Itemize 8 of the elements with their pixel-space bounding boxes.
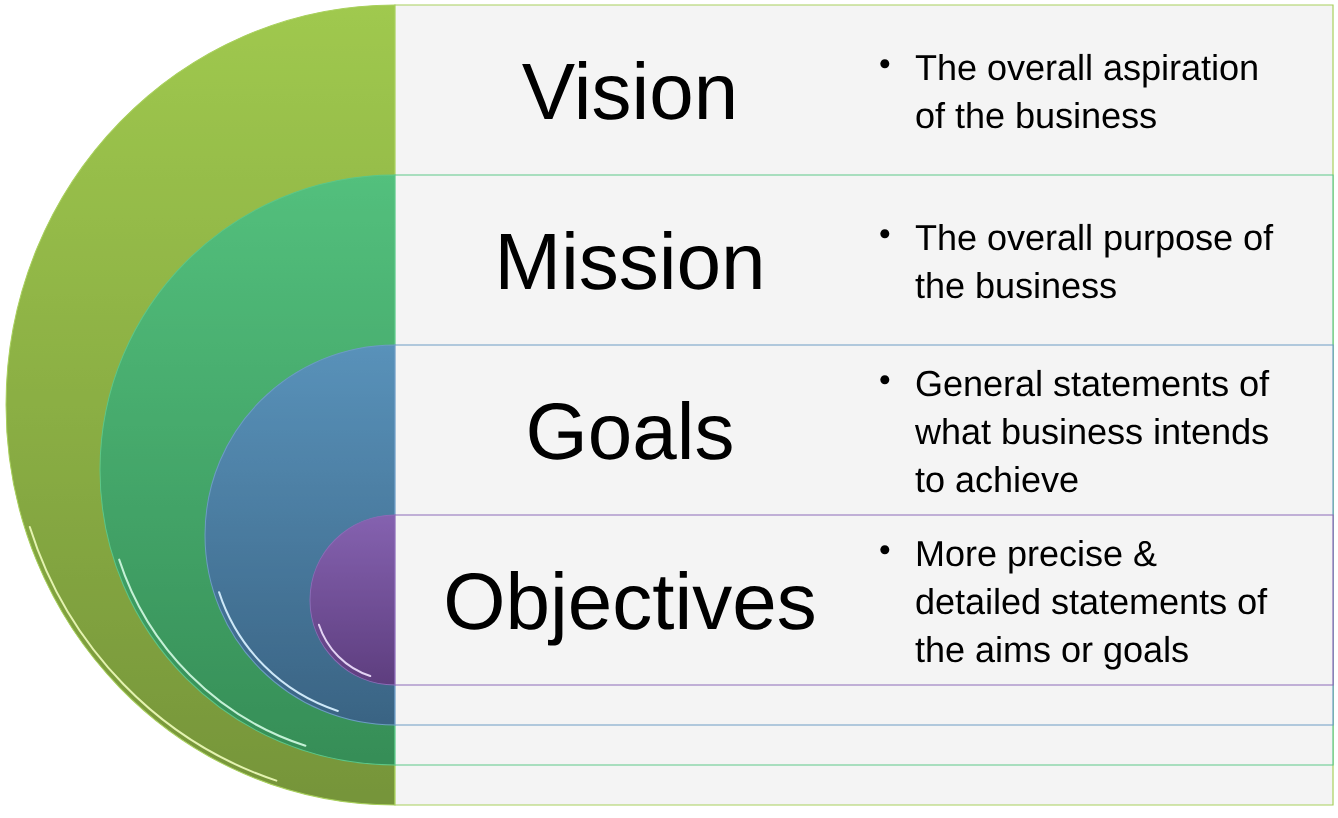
bullet-text: The overall purpose of the business <box>915 223 1274 299</box>
bullet-text: The overall aspiration of the business <box>915 53 1257 129</box>
bullet-text: More precise & detailed statements of the aims or goals <box>915 539 1268 670</box>
level-title: Mission <box>501 231 761 290</box>
level-title: Goals <box>529 401 732 460</box>
bullet-text: General statements of what business intends to achieve <box>914 369 1270 493</box>
level-title: Vision <box>522 61 733 120</box>
level-title: Objectives <box>447 571 814 646</box>
